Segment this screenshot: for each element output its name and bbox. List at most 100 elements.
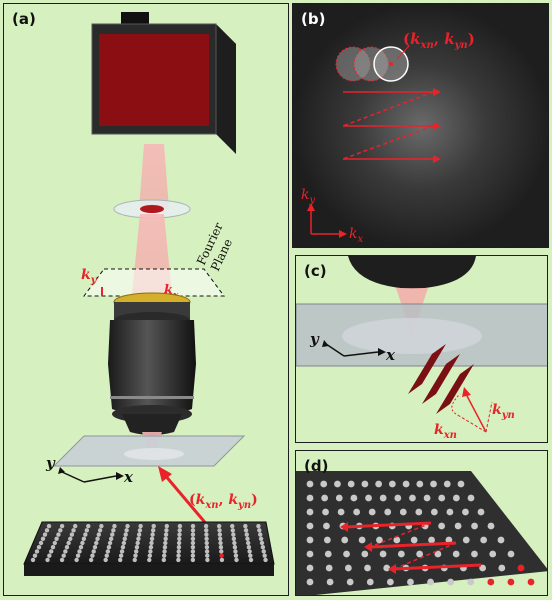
- panel-a: (a): [3, 3, 289, 596]
- led-dot: [375, 480, 383, 488]
- led-dot: [149, 536, 155, 541]
- axis-x-label: x: [123, 468, 134, 486]
- led-dot: [347, 480, 355, 488]
- led-dot: [108, 536, 114, 541]
- led-dot: [190, 532, 196, 537]
- led-dot: [95, 536, 100, 541]
- led-dot: [161, 553, 167, 558]
- led-dot: [136, 532, 142, 537]
- led-dot: [34, 549, 40, 554]
- led-dot: [245, 540, 251, 546]
- led-dot: [190, 545, 196, 550]
- c-axis-y: y: [309, 330, 320, 348]
- led-dot: [233, 549, 238, 554]
- led-dot: [121, 540, 127, 546]
- led-dot: [103, 557, 108, 563]
- led-dot: [119, 549, 125, 554]
- led-dot: [204, 528, 209, 533]
- led-dot: [74, 557, 79, 563]
- pupil-pointer: [396, 45, 410, 60]
- led-dot: [69, 532, 75, 537]
- led-dot: [204, 536, 209, 541]
- led-dot: [81, 536, 87, 541]
- led-dot: [376, 536, 383, 544]
- led-dot: [205, 553, 210, 558]
- led-dot: [259, 540, 265, 546]
- led-dot: [84, 528, 90, 533]
- led-dot: [454, 522, 462, 530]
- led-dot: [306, 550, 314, 558]
- led-dot: [63, 549, 68, 554]
- panel-d: (d): [295, 450, 548, 596]
- led-dot: [487, 522, 495, 530]
- led-dot: [32, 553, 38, 558]
- led-dot: [77, 549, 82, 554]
- led-dot: [247, 549, 252, 554]
- led-dot: [334, 480, 341, 488]
- led-dot: [133, 553, 138, 558]
- led-dot: [118, 557, 123, 563]
- led-dot: [111, 528, 116, 533]
- led-dot: [190, 523, 196, 529]
- led-dot: [487, 578, 495, 586]
- led-dot: [97, 528, 103, 533]
- beam-upper: [139, 144, 169, 209]
- panel-b-illustration: (kxn, kyn) ky: [293, 4, 548, 247]
- led-dot: [163, 532, 169, 537]
- led-dot: [72, 523, 78, 529]
- c-kxn-label: kxn: [434, 422, 457, 441]
- led-dot: [148, 545, 154, 550]
- led-dot: [361, 550, 369, 558]
- objective-lens: [108, 292, 196, 435]
- led-dot: [256, 523, 261, 529]
- kvector-label: (kxn, kyn): [189, 492, 258, 511]
- led-dot: [248, 553, 253, 558]
- led-dot: [112, 523, 117, 529]
- led-dot: [471, 550, 478, 558]
- led-dot: [134, 549, 139, 554]
- led-dot: [258, 532, 263, 537]
- led-dot: [386, 578, 394, 586]
- led-dot: [217, 532, 223, 537]
- led-dot: [177, 523, 183, 529]
- led-dot: [452, 550, 460, 558]
- led-dot: [326, 578, 334, 586]
- panel-b-label: (b): [301, 10, 326, 28]
- led-dot: [83, 532, 88, 537]
- led-dot: [177, 532, 182, 537]
- led-dot: [397, 550, 405, 558]
- led-dot: [50, 545, 56, 550]
- led-dot: [402, 480, 410, 488]
- led-dot: [430, 480, 437, 488]
- led-dot: [47, 553, 52, 558]
- led-dot: [306, 494, 314, 502]
- led-dot: [80, 540, 85, 546]
- led-dot: [150, 528, 156, 533]
- led-dot: [306, 536, 314, 544]
- led-array: [23, 521, 275, 576]
- led-dot: [321, 494, 329, 502]
- led-dot: [99, 523, 104, 529]
- led-dot: [462, 508, 469, 516]
- led-dot: [163, 536, 168, 541]
- led-dot: [204, 540, 209, 546]
- led-dot: [457, 480, 465, 488]
- led-dot: [393, 536, 401, 544]
- led-dot: [438, 522, 446, 530]
- led-dot: [306, 480, 314, 488]
- led-dot: [218, 540, 223, 546]
- led-dot: [427, 578, 434, 586]
- led-dot: [320, 480, 328, 488]
- led-dot: [306, 578, 314, 586]
- led-dot: [325, 564, 333, 572]
- led-dot: [452, 494, 460, 502]
- led-dot: [379, 494, 387, 502]
- led-dot: [44, 528, 50, 533]
- led-dot: [38, 540, 44, 546]
- led-dot: [477, 508, 485, 516]
- led-dot: [176, 557, 181, 563]
- panel-d-illustration: [296, 471, 547, 595]
- led-dot: [260, 545, 266, 550]
- led-dot: [447, 578, 455, 586]
- led-dot: [66, 540, 71, 546]
